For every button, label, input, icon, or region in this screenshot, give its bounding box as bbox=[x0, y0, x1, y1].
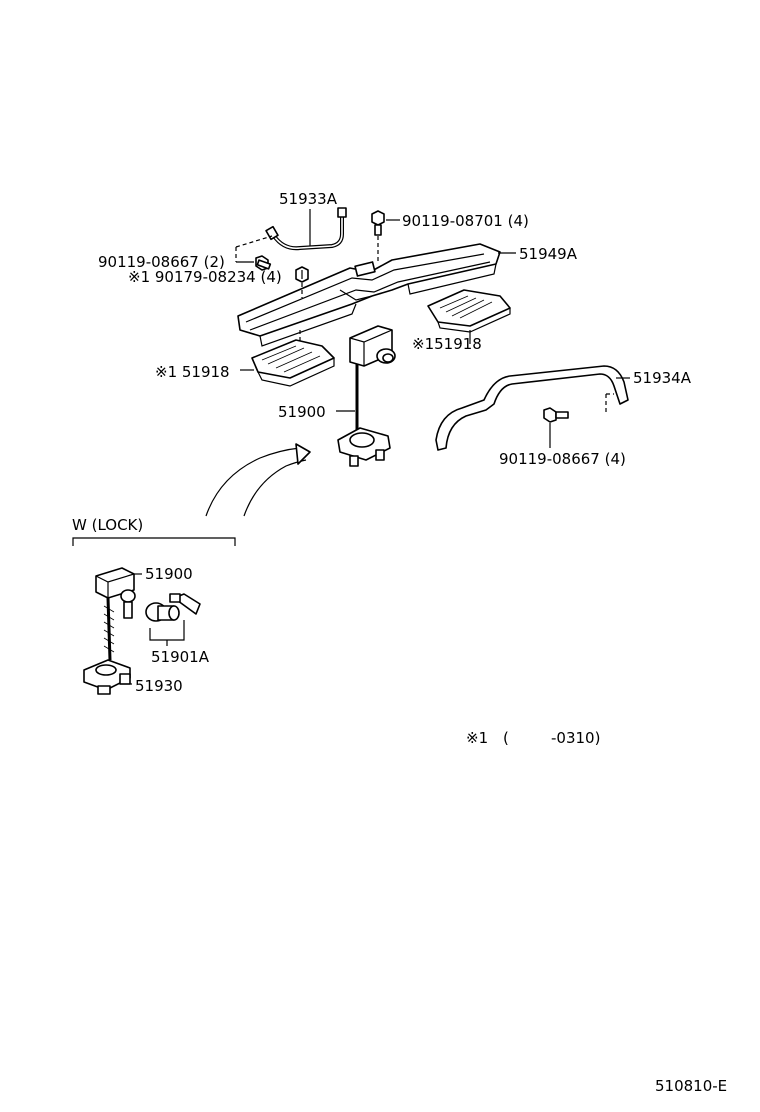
nut-icon bbox=[295, 266, 309, 298]
label-51918-right: ※151918 bbox=[412, 335, 482, 353]
frame-crossmember-icon bbox=[237, 243, 516, 347]
label-90119-08667-4: 90119-08667 (4) bbox=[499, 450, 626, 468]
spare-tire-hanger-icon bbox=[336, 325, 396, 467]
bracket-plate-left-icon bbox=[240, 330, 335, 387]
cable-51933a-icon bbox=[265, 207, 347, 251]
figure-code: 510810-E bbox=[655, 1077, 727, 1095]
lock-section-title: W (LOCK) bbox=[72, 516, 143, 534]
note-mark: ※1 bbox=[466, 729, 488, 747]
label-51918-left: ※1 51918 bbox=[155, 363, 230, 381]
label-51901a: 51901A bbox=[151, 648, 210, 666]
label-90119-08667-2: 90119-08667 (2) bbox=[98, 253, 225, 271]
label-51949a: 51949A bbox=[519, 245, 578, 263]
bolt-icon bbox=[236, 255, 272, 271]
label-51930: 51930 bbox=[135, 677, 183, 695]
note-paren: ( bbox=[503, 729, 509, 747]
bracket-51934a-icon bbox=[435, 365, 630, 451]
bolt-icon bbox=[543, 407, 569, 448]
label-51934a: 51934A bbox=[633, 369, 692, 387]
label-90179-08234: ※1 90179-08234 (4) bbox=[128, 268, 282, 286]
note-range: -0310) bbox=[551, 729, 600, 747]
lock-hanger-icon bbox=[83, 567, 142, 695]
label-lock-51900: 51900 bbox=[145, 565, 193, 583]
label-51900: 51900 bbox=[278, 403, 326, 421]
label-90119-08701: 90119-08701 (4) bbox=[402, 212, 529, 230]
arrow-curve-icon bbox=[205, 443, 311, 517]
bolt-icon bbox=[371, 210, 400, 262]
bracket-plate-right-icon bbox=[427, 289, 511, 344]
label-51933a: 51933A bbox=[279, 190, 338, 208]
lock-cylinder-icon bbox=[145, 593, 201, 646]
